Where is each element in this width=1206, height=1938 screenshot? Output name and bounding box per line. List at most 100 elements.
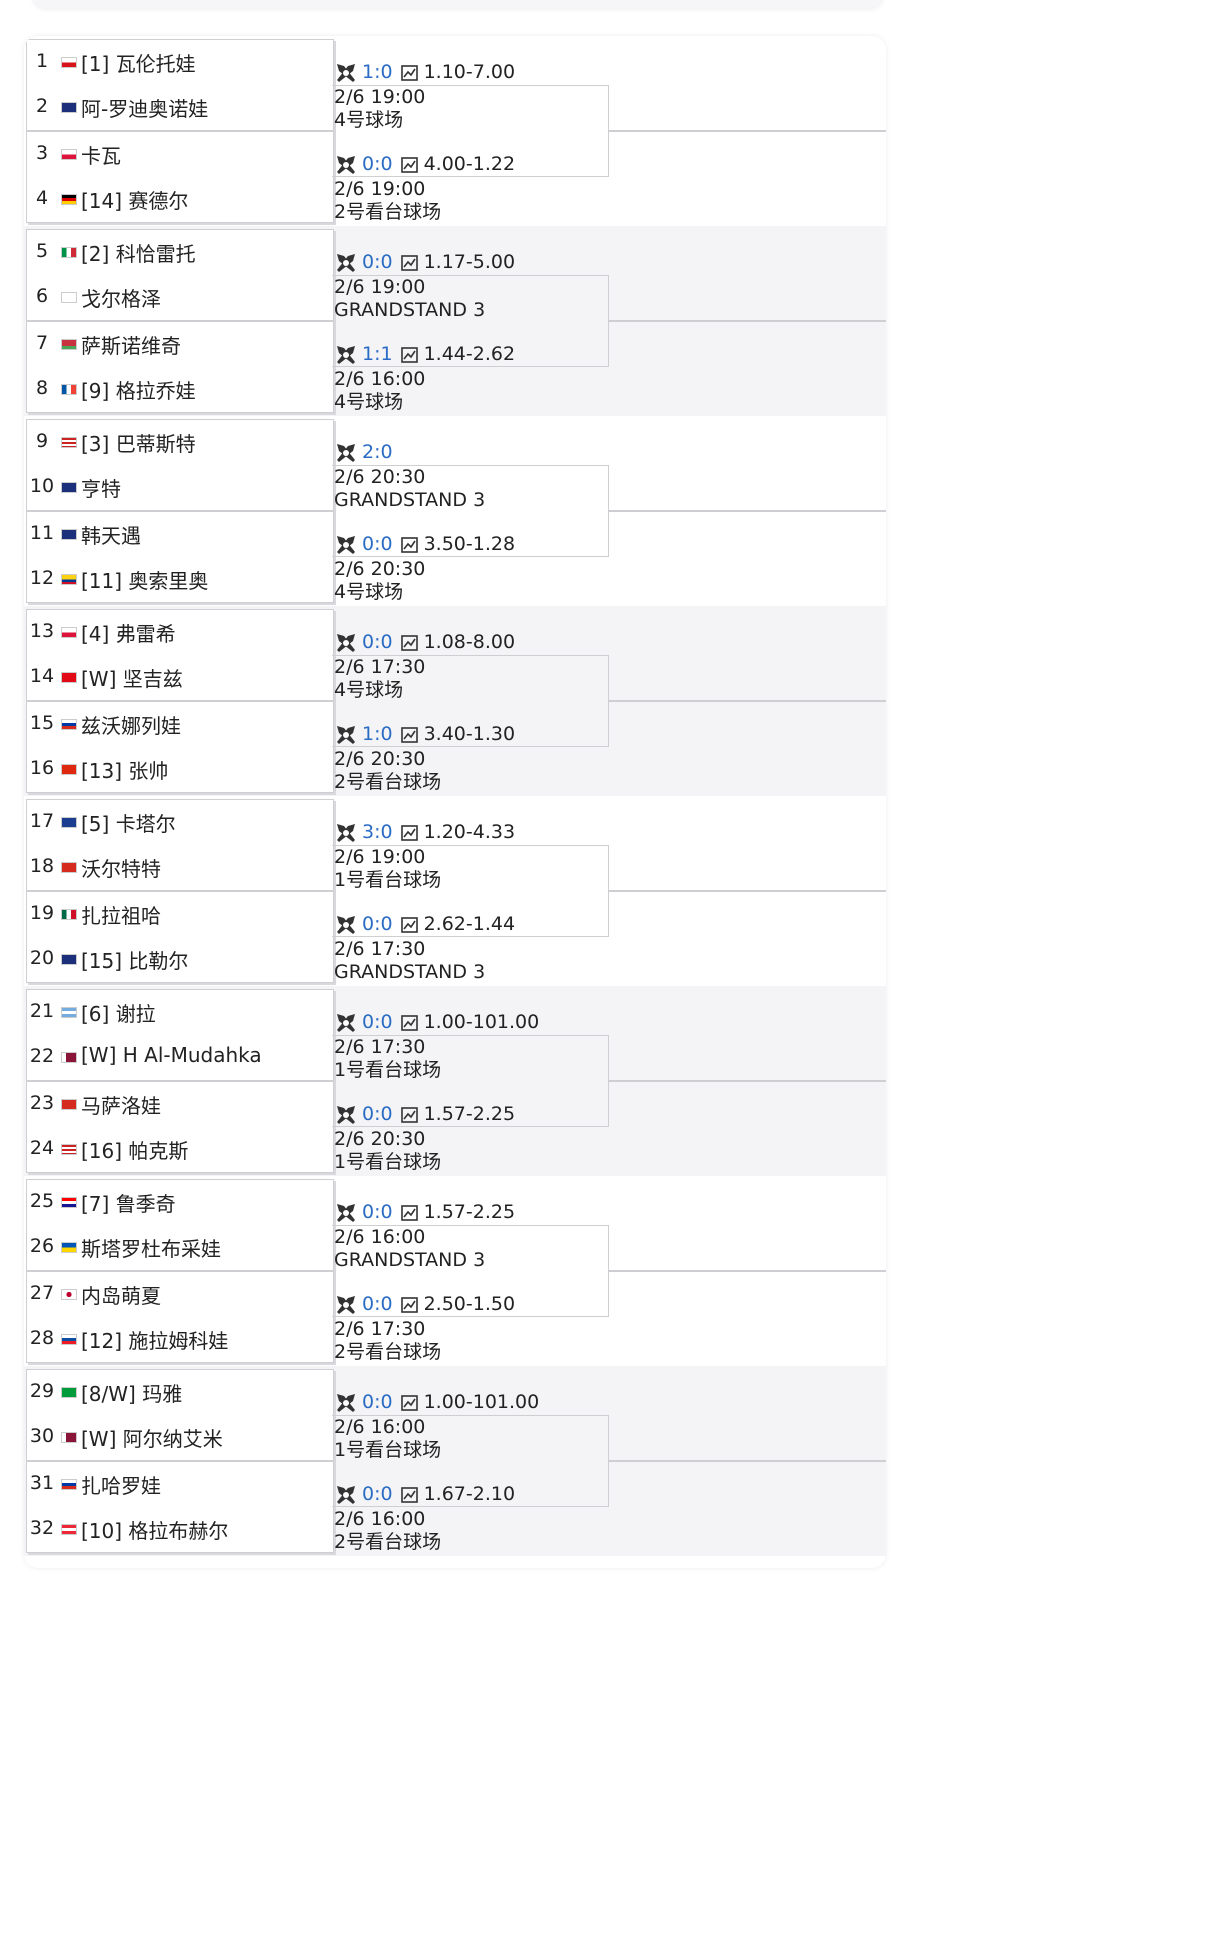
player-row[interactable]: 22[W] H Al-Mudahka [27, 1035, 333, 1080]
crossed-rackets-icon[interactable] [335, 442, 357, 464]
line-chart-icon[interactable] [400, 65, 418, 81]
crossed-rackets-icon[interactable] [335, 154, 357, 176]
line-chart-icon[interactable] [400, 1297, 418, 1313]
player-row[interactable]: 1[1] 瓦伦托娃 [27, 40, 333, 85]
player-row[interactable]: 5[2] 科恰雷托 [27, 230, 333, 275]
crossed-rackets-icon[interactable] [335, 1392, 357, 1414]
crossed-rackets-icon[interactable] [335, 1294, 357, 1316]
player-row[interactable]: 25[7] 鲁季奇 [27, 1180, 333, 1225]
player-row[interactable]: 17[5] 卡塔尔 [27, 800, 333, 845]
line-chart-icon[interactable] [400, 1107, 418, 1123]
crossed-rackets-icon[interactable] [335, 534, 357, 556]
match-court: 4号球场 [334, 109, 404, 131]
crossed-rackets-icon[interactable] [335, 724, 357, 746]
crossed-rackets-icon[interactable] [335, 822, 357, 844]
match-score: 1:0 [362, 723, 393, 745]
player-row[interactable]: 28[12] 施拉姆科娃 [27, 1317, 333, 1362]
player-row[interactable]: 30[W] 阿尔纳艾米 [27, 1415, 333, 1460]
line-chart-icon[interactable] [400, 537, 418, 553]
line-chart-icon[interactable] [400, 157, 418, 173]
line-chart-icon[interactable] [400, 1015, 418, 1031]
crossed-rackets-icon[interactable] [335, 344, 357, 366]
player-row[interactable]: 13[4] 弗雷希 [27, 610, 333, 655]
player-row[interactable]: 16[13] 张帅 [27, 747, 333, 792]
draw-position: 18 [29, 855, 55, 877]
crossed-rackets-icon[interactable] [335, 1484, 357, 1506]
player-row[interactable]: 24[16] 帕克斯 [27, 1127, 333, 1172]
player-row[interactable]: 21[6] 谢拉 [27, 990, 333, 1035]
country-flag-icon [61, 862, 77, 873]
crossed-rackets-icon[interactable] [335, 632, 357, 654]
line-chart-icon[interactable] [400, 727, 418, 743]
crossed-rackets-icon[interactable] [335, 1012, 357, 1034]
player-row[interactable]: 14[W] 坚吉兹 [27, 655, 333, 700]
line-chart-icon[interactable] [400, 917, 418, 933]
player-row[interactable]: 32[10] 格拉布赫尔 [27, 1507, 333, 1552]
line-chart-icon[interactable] [400, 1395, 418, 1411]
crossed-rackets-icon[interactable] [335, 252, 357, 274]
player-row[interactable]: 8[9] 格拉乔娃 [27, 367, 333, 412]
line-chart-icon[interactable] [400, 255, 418, 271]
line-chart-icon[interactable] [400, 635, 418, 651]
line-chart-icon[interactable] [400, 1487, 418, 1503]
crossed-rackets-icon[interactable] [335, 62, 357, 84]
player-row[interactable]: 29[8/W] 玛雅 [27, 1370, 333, 1415]
player-row[interactable]: 20[15] 比勒尔 [27, 937, 333, 982]
player-row[interactable]: 12[11] 奥索里奥 [27, 557, 333, 602]
crossed-rackets-icon[interactable] [335, 1104, 357, 1126]
crossed-rackets-icon[interactable] [335, 914, 357, 936]
player-row[interactable]: 4[14] 赛德尔 [27, 177, 333, 222]
line-chart-icon[interactable] [400, 825, 418, 841]
player-row[interactable]: 9[3] 巴蒂斯特 [27, 420, 333, 465]
line-chart-icon[interactable] [400, 347, 418, 363]
crossed-rackets-icon[interactable] [335, 1202, 357, 1224]
line-chart-icon[interactable] [400, 1205, 418, 1221]
